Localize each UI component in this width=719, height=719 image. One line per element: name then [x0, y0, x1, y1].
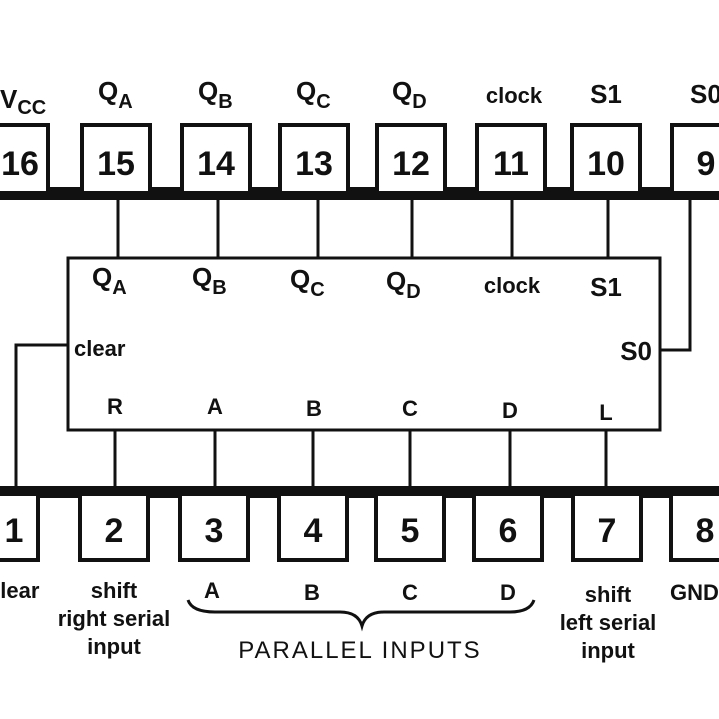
inner-qa: QA: [92, 262, 127, 299]
label-clear: clear: [0, 578, 40, 603]
label-s0: S0: [690, 79, 719, 109]
inner-clear: clear: [74, 336, 126, 361]
svg-text:2: 2: [105, 512, 124, 550]
parallel-inputs-brace: [186, 599, 536, 632]
svg-text:11: 11: [493, 145, 529, 183]
label-qa: QA: [98, 76, 133, 113]
pin-3: 3: [178, 492, 250, 562]
svg-text:14: 14: [197, 145, 235, 183]
label-shift-right-3: input: [87, 634, 141, 659]
inner-b: B: [306, 396, 322, 421]
pin-14: 14: [180, 123, 252, 195]
label-parallel-inputs: PARALLEL INPUTS: [238, 637, 481, 664]
pin-1: 1: [0, 492, 40, 562]
inner-qd: QD: [386, 266, 421, 303]
label-shift-left-3: input: [581, 638, 635, 663]
svg-text:5: 5: [401, 512, 420, 550]
pin-7: 7: [571, 492, 643, 562]
logic-block: [66, 256, 662, 432]
label-s1: S1: [590, 79, 622, 109]
svg-text:1: 1: [5, 512, 24, 550]
label-qc: QC: [296, 76, 331, 113]
bottom-pins: 1 2 3 4 5 6 7 8: [0, 492, 719, 562]
label-qd: QD: [392, 76, 427, 113]
label-qb: QB: [198, 76, 233, 113]
pin-5: 5: [374, 492, 446, 562]
svg-text:16: 16: [1, 145, 39, 183]
top-pins: 16 15 14 13 12 11 10 9: [0, 123, 719, 195]
bottom-pin-labels: clear shift right serial input A B C D P…: [0, 578, 719, 664]
pin-13: 13: [278, 123, 350, 195]
label-vcc: VCC: [0, 84, 46, 119]
svg-text:12: 12: [392, 145, 430, 183]
label-gnd: GND: [670, 580, 719, 605]
svg-text:8: 8: [696, 512, 715, 550]
label-input-b: B: [304, 580, 320, 605]
label-input-a: A: [204, 578, 220, 603]
logic-block-labels: QA QB QC QD clock S1 clear S0 R A B C D …: [74, 262, 652, 425]
inner-qc: QC: [290, 264, 325, 301]
svg-text:7: 7: [598, 512, 617, 550]
label-clock: clock: [486, 83, 543, 108]
label-shift-right-2: right serial: [58, 606, 170, 631]
svg-text:9: 9: [697, 145, 716, 183]
pin-2: 2: [78, 492, 150, 562]
inner-l: L: [599, 400, 612, 425]
inner-d: D: [502, 398, 518, 423]
svg-text:15: 15: [97, 145, 135, 183]
pin-4: 4: [277, 492, 349, 562]
svg-text:4: 4: [304, 512, 323, 550]
inner-clock: clock: [484, 273, 541, 298]
pin-11: 11: [475, 123, 547, 195]
inner-qb: QB: [192, 262, 227, 299]
inner-s1: S1: [590, 272, 622, 302]
inner-a: A: [207, 394, 223, 419]
pin-15: 15: [80, 123, 152, 195]
pin-8: 8: [669, 492, 719, 562]
label-shift-left-1: shift: [585, 582, 632, 607]
label-input-c: C: [402, 580, 418, 605]
top-pin-labels: VCC QA QB QC QD clock S1 S0: [0, 76, 719, 119]
svg-text:13: 13: [295, 145, 333, 183]
label-shift-right-1: shift: [91, 578, 138, 603]
pin-6: 6: [472, 492, 544, 562]
label-input-d: D: [500, 580, 516, 605]
inner-r: R: [107, 394, 123, 419]
inner-s0: S0: [620, 336, 652, 366]
pin-16: 16: [0, 123, 50, 195]
pin-12: 12: [375, 123, 447, 195]
svg-text:6: 6: [499, 512, 518, 550]
connection-wires: [14, 200, 692, 486]
svg-text:3: 3: [205, 512, 224, 550]
pin-10: 10: [570, 123, 642, 195]
svg-text:10: 10: [587, 145, 625, 183]
pin-9: 9: [670, 123, 719, 195]
label-shift-left-2: left serial: [560, 610, 657, 635]
inner-c: C: [402, 396, 418, 421]
